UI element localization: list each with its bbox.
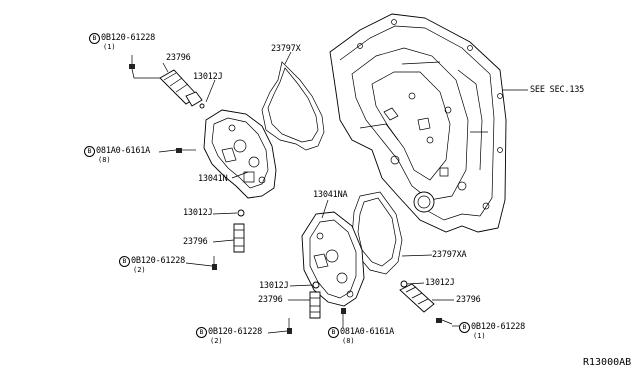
label-housing-upper: 13041N: [198, 174, 228, 184]
label-bolt-bottom-mid-qty: (8): [342, 337, 355, 345]
bolt-symbol-mid-left: B: [84, 146, 95, 157]
label-bolt-mid-left-qty: (8): [98, 156, 111, 164]
label-seal-mid: 13012J: [183, 208, 213, 218]
label-solenoid-top: 23796: [166, 53, 191, 63]
label-housing-lower: 13041NA: [313, 190, 348, 200]
label-bolt-mid-left: 081A0-6161A: [96, 146, 151, 156]
bolt-symbol-bottom-right: B: [459, 322, 470, 333]
label-bolt-left2: 0B120-61228: [131, 256, 186, 266]
label-bolt-bottom-left-qty: (2): [210, 337, 223, 345]
label-gasket-lower: 23797XA: [432, 250, 467, 260]
label-solenoid-lower-right: 23796: [456, 295, 481, 305]
solenoid-upper: [159, 69, 203, 107]
bolt-top: [129, 64, 135, 79]
label-bolt-bottom-left: 0B120-61228: [208, 327, 263, 337]
bolt-left2: [212, 256, 217, 270]
timing-chain-cover: [329, 13, 507, 233]
bolt-bottom-mid: [341, 308, 346, 322]
bolt-bottom-left: [287, 318, 292, 334]
bolt-symbol-bottom-left: B: [196, 327, 207, 338]
label-bolt-top: 0B120-61228: [101, 33, 156, 43]
bolt-bottom-right: [436, 318, 453, 325]
label-bolt-bottom-right: 0B120-61228: [471, 322, 526, 332]
solenoid-lower-right: [399, 283, 435, 313]
label-bolt-left2-qty: (2): [133, 266, 146, 274]
label-gasket-top: 23797X: [271, 44, 301, 54]
diagram-reference: R13000AB: [583, 357, 632, 368]
bolt-symbol-top: B: [89, 33, 100, 44]
bolt-symbol-bottom-mid: B: [328, 327, 339, 338]
label-seal-lower-left: 13012J: [259, 281, 289, 291]
label-solenoid-mid: 23796: [183, 237, 208, 247]
label-see-sec: SEE SEC.135: [530, 85, 585, 95]
cam-housing-upper: [203, 109, 277, 199]
gasket-upper: [261, 61, 325, 151]
label-seal-top: 13012J: [193, 72, 223, 82]
label-bolt-bottom-right-qty: (1): [473, 332, 486, 340]
solenoid-lower-left: [309, 291, 321, 319]
bolt-mid-left: [176, 148, 196, 153]
label-bolt-bottom-mid: 081A0-6161A: [340, 327, 395, 337]
bolt-symbol-left2: B: [119, 256, 130, 267]
label-bolt-top-qty: (1): [103, 43, 116, 51]
label-solenoid-lower-left: 23796: [258, 295, 283, 305]
solenoid-mid: [233, 223, 245, 253]
label-seal-lower-right: 13012J: [425, 278, 455, 288]
